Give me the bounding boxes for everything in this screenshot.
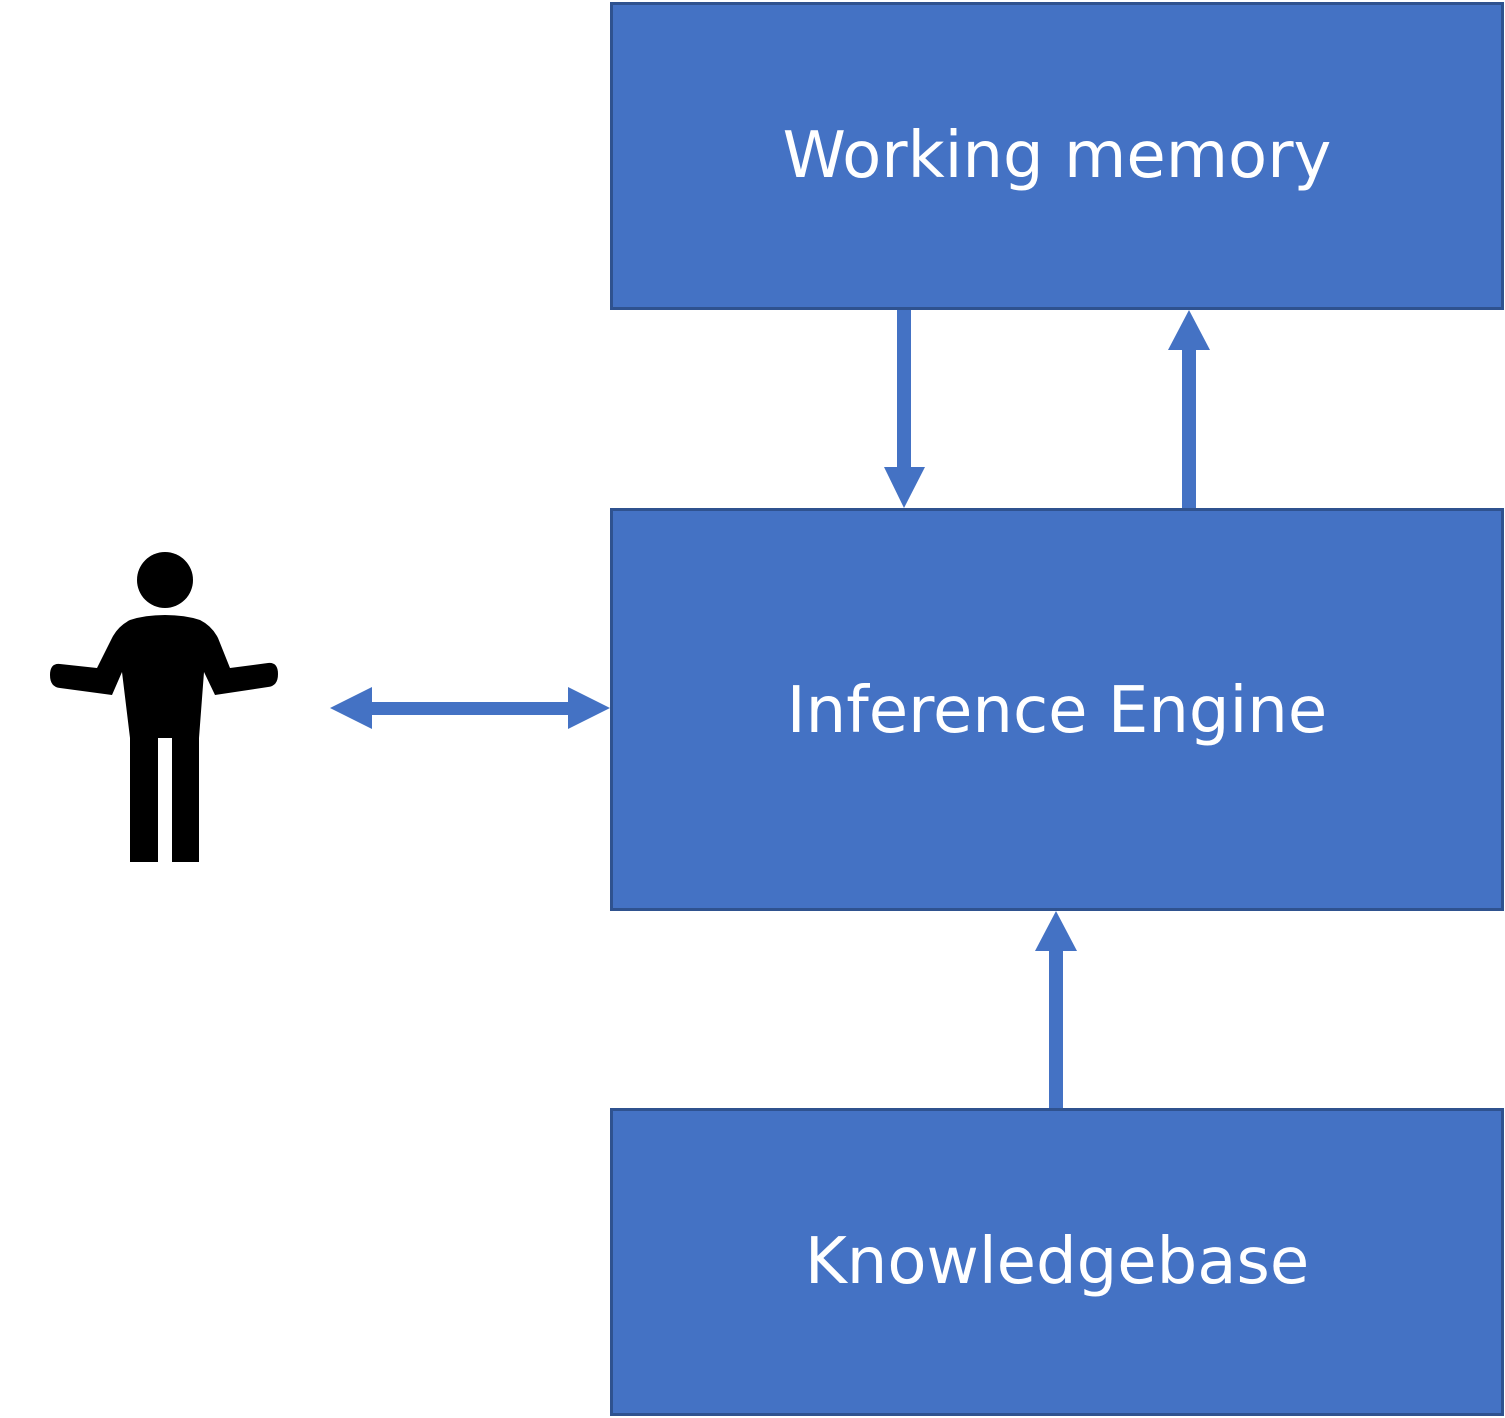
person-shrugging-icon (50, 552, 278, 862)
arrow-knowledgebase-to-inference-engine (1035, 911, 1077, 1108)
working-memory-label: Working memory (782, 119, 1332, 193)
working-memory-box: Working memory (610, 2, 1504, 310)
knowledgebase-label: Knowledgebase (804, 1225, 1310, 1299)
arrow-inference-engine-to-working-memory (1168, 310, 1210, 508)
inference-engine-box: Inference Engine (610, 508, 1504, 911)
double-arrow-user-inference-engine (330, 687, 610, 729)
knowledgebase-box: Knowledgebase (610, 1108, 1504, 1416)
inference-engine-label: Inference Engine (786, 673, 1328, 748)
arrow-working-memory-to-inference-engine (884, 310, 925, 508)
